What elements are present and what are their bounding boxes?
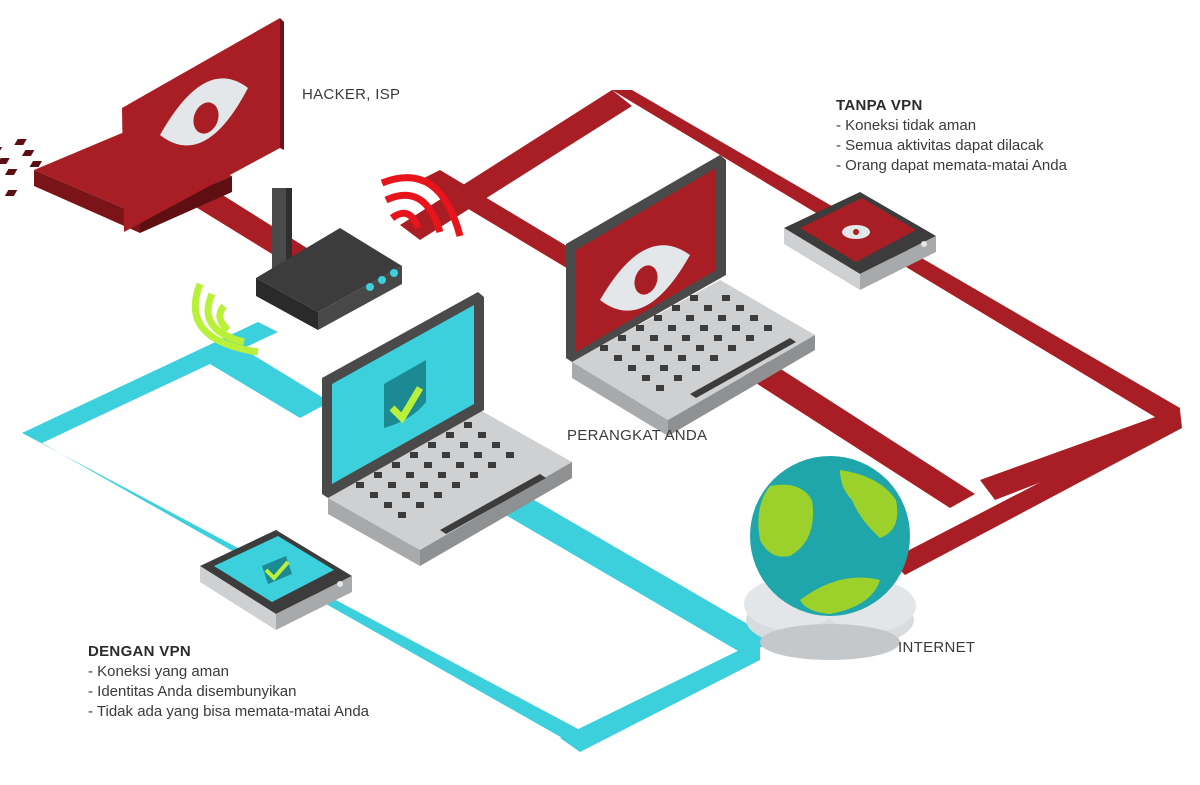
vpn-network-lines xyxy=(22,322,775,752)
dengan-vpn-title: DENGAN VPN xyxy=(88,643,192,660)
list-item: Orang dapat memata-matai Anda xyxy=(836,156,1067,176)
list-item: Koneksi yang aman xyxy=(88,662,369,682)
shield-check-icon xyxy=(262,556,292,584)
hacker-laptop xyxy=(0,18,284,233)
tanpa-vpn-block: TANPA VPN Koneksi tidak aman Semua aktiv… xyxy=(836,96,1067,176)
safe-wifi-icon xyxy=(191,282,259,356)
tanpa-vpn-title: TANPA VPN xyxy=(836,97,923,114)
dengan-vpn-list: Koneksi yang aman Identitas Anda disembu… xyxy=(88,662,369,722)
your-device-laptop-vpn xyxy=(322,292,572,566)
router-icon xyxy=(256,188,402,330)
dengan-vpn-block: DENGAN VPN Koneksi yang aman Identitas A… xyxy=(88,642,369,722)
tanpa-vpn-list: Koneksi tidak aman Semua aktivitas dapat… xyxy=(836,116,1067,176)
eye-icon xyxy=(600,245,690,311)
shield-check-icon xyxy=(384,360,426,428)
your-device-laptop-unsafe xyxy=(566,155,815,436)
list-item: Identitas Anda disembunyikan xyxy=(88,682,369,702)
hacker-isp-label: HACKER, ISP xyxy=(302,86,401,103)
list-item: Semua aktivitas dapat dilacak xyxy=(836,136,1067,156)
globe-icon xyxy=(744,456,916,660)
phone-unsafe xyxy=(784,192,936,290)
phone-vpn xyxy=(200,530,352,630)
list-item: Tidak ada yang bisa memata-matai Anda xyxy=(88,702,369,722)
internet-label: INTERNET xyxy=(898,639,976,656)
your-device-label: PERANGKAT ANDA xyxy=(567,427,708,444)
eye-icon xyxy=(842,225,870,239)
list-item: Koneksi tidak aman xyxy=(836,116,1067,136)
eye-icon xyxy=(160,78,248,146)
unsafe-wifi-icon xyxy=(380,174,464,237)
